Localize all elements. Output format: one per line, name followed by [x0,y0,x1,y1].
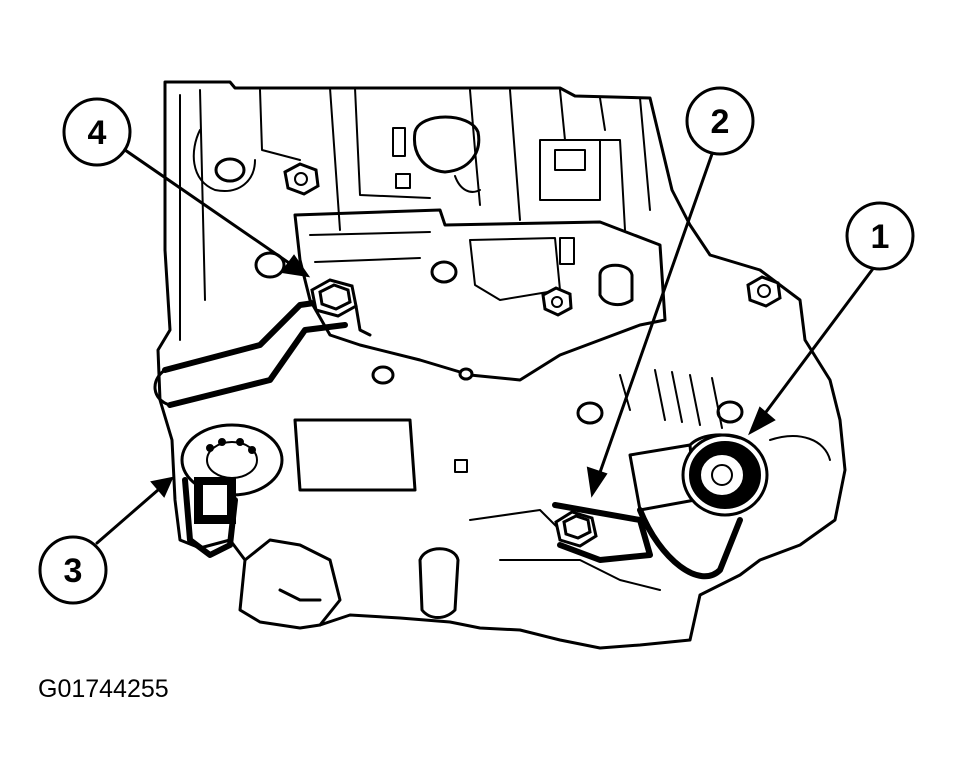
lower-body [243,418,661,627]
valve-body-housing [156,80,847,650]
bracket-bolt-item-4 [310,278,372,337]
callout-4-label: 4 [88,114,107,152]
housing-bolts [283,162,782,317]
arrowhead-2 [586,466,608,498]
callout-3: 3 [38,535,108,605]
arrowhead-4 [280,254,311,278]
bolt-center [541,286,573,317]
leader-line-1 [758,264,877,422]
leader-lines [95,148,877,545]
solenoid-item-1 [628,433,769,580]
callout-2-label: 2 [711,103,730,141]
callout-1: 1 [845,201,915,271]
leader-line-4 [123,148,294,267]
callout-3-label: 3 [64,552,83,590]
arrowhead-3 [150,476,174,498]
arrowhead-1 [748,406,776,436]
bolt-right [746,275,782,308]
sensor-bracket [153,297,348,408]
callout-2: 2 [685,86,755,156]
housing-holes [214,115,744,425]
bolt-upper-left [283,162,320,196]
callout-1-label: 1 [871,218,890,256]
leader-line-3 [95,488,160,545]
solenoid-bolt-item-2 [552,502,653,563]
lower-right-slots [619,369,831,461]
figure-id: G01744255 [38,675,169,703]
leader-line-2 [596,152,714,480]
callout-4: 4 [62,97,132,167]
speed-sensor-item-3 [180,423,284,558]
upper-plate [293,127,667,473]
